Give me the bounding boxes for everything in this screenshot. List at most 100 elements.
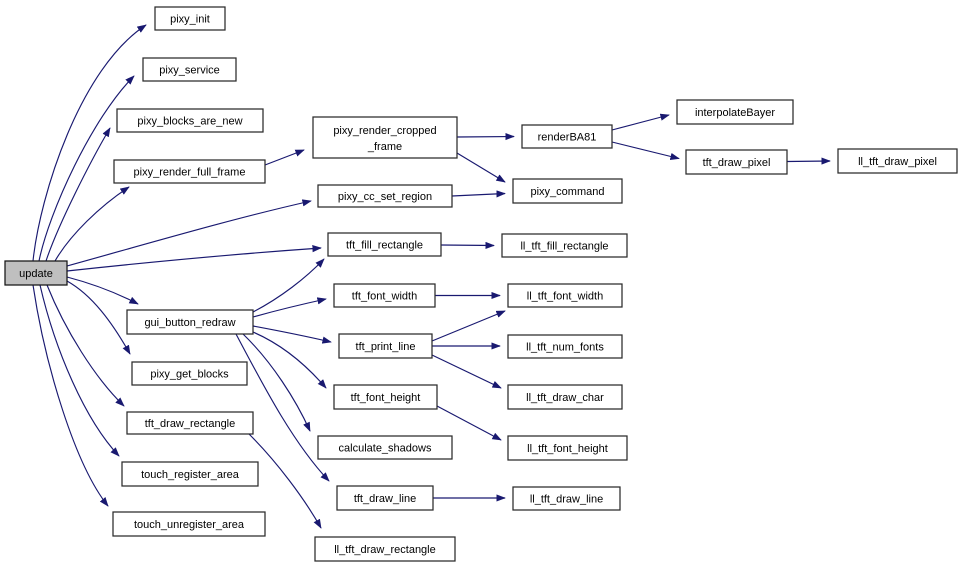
edge-pixy_cc_set_region-to-pixy_command: [451, 190, 506, 198]
node-calculate_shadows-box: [317, 435, 453, 460]
edge-tft_font_height-to-ll_tft_font_height: [436, 405, 502, 441]
edge-gui_button_redraw-to-tft_fill_rectangle: [252, 258, 325, 313]
node-touch_register_area[interactable]: touch_register_area: [121, 461, 259, 487]
node-pixy_render_full_frame-box: [113, 159, 266, 184]
node-tft_fill_rectangle-label: tft_fill_rectangle: [346, 240, 423, 252]
node-pixy_render_full_frame-label: pixy_render_full_frame: [134, 167, 246, 179]
edge-renderBA81-to-interpolateBayer: [611, 113, 670, 131]
node-touch_register_area-box: [121, 461, 259, 487]
node-touch_register_area-label: touch_register_area: [141, 469, 240, 481]
node-touch_unregister_area-label: touch_unregister_area: [134, 519, 245, 531]
node-tft_print_line-box: [338, 333, 433, 359]
node-tft_font_height[interactable]: tft_font_height: [333, 384, 438, 410]
node-calculate_shadows[interactable]: calculate_shadows: [317, 435, 453, 460]
node-tft_font_width-box: [333, 283, 436, 308]
edge-update-to-touch_unregister_area: [32, 284, 109, 507]
edge-update-to-pixy_service: [38, 75, 135, 262]
node-update-box: [4, 260, 68, 286]
node-tft_draw_pixel[interactable]: tft_draw_pixel: [685, 149, 788, 175]
node-ll_tft_draw_char[interactable]: ll_tft_draw_char: [507, 384, 623, 410]
node-tft_font_width[interactable]: tft_font_width: [333, 283, 436, 308]
node-tft_print_line[interactable]: tft_print_line: [338, 333, 433, 359]
node-pixy_blocks_are_new-box: [116, 108, 264, 133]
edge-gui_button_redraw-to-tft_draw_line: [235, 333, 330, 482]
node-tft_font_height-box: [333, 384, 438, 410]
node-ll_tft_draw_pixel-box: [837, 148, 958, 174]
edge-tft_print_line-to-ll_tft_font_width: [431, 310, 506, 342]
node-ll_tft_draw_rectangle-box: [314, 536, 456, 562]
node-ll_tft_draw_line[interactable]: ll_tft_draw_line: [512, 486, 621, 511]
node-tft_draw_pixel-box: [685, 149, 788, 175]
node-update-label: update: [19, 268, 53, 280]
node-pixy_blocks_are_new[interactable]: pixy_blocks_are_new: [116, 108, 264, 133]
node-pixy_get_blocks[interactable]: pixy_get_blocks: [131, 361, 248, 386]
node-pixy_get_blocks-box: [131, 361, 248, 386]
edge-tft_fill_rectangle-to-ll_tft_fill_rectangle: [440, 241, 495, 250]
node-ll_tft_font_height-label: ll_tft_font_height: [527, 443, 608, 455]
node-ll_tft_draw_rectangle-label: ll_tft_draw_rectangle: [334, 544, 436, 556]
node-ll_tft_draw_rectangle[interactable]: ll_tft_draw_rectangle: [314, 536, 456, 562]
node-ll_tft_draw_pixel-label: ll_tft_draw_pixel: [858, 156, 937, 168]
node-ll_tft_font_height[interactable]: ll_tft_font_height: [507, 435, 628, 461]
edge-update-to-pixy_blocks_are_new: [45, 127, 111, 262]
node-ll_tft_fill_rectangle[interactable]: ll_tft_fill_rectangle: [501, 233, 628, 258]
node-ll_tft_fill_rectangle-label: ll_tft_fill_rectangle: [520, 241, 608, 253]
node-gui_button_redraw[interactable]: gui_button_redraw: [126, 309, 254, 335]
node-calculate_shadows-label: calculate_shadows: [339, 443, 432, 455]
node-pixy_init-label: pixy_init: [170, 14, 210, 26]
node-renderBA81[interactable]: renderBA81: [521, 124, 613, 149]
node-tft_font_width-label: tft_font_width: [352, 291, 417, 303]
node-pixy_blocks_are_new-label: pixy_blocks_are_new: [137, 116, 242, 128]
node-pixy_service[interactable]: pixy_service: [142, 57, 237, 82]
node-tft_draw_line-label: tft_draw_line: [354, 493, 416, 505]
node-tft_font_height-label: tft_font_height: [351, 392, 421, 404]
node-ll_tft_font_width-box: [507, 283, 623, 308]
node-ll_tft_draw_pixel[interactable]: ll_tft_draw_pixel: [837, 148, 958, 174]
node-pixy_render_cropped_frame-label-line1: pixy_render_cropped: [333, 125, 436, 137]
edge-gui_button_redraw-to-tft_font_width: [252, 297, 327, 318]
node-pixy_command-box: [512, 178, 623, 204]
node-tft_fill_rectangle-box: [327, 232, 442, 257]
node-tft_fill_rectangle[interactable]: tft_fill_rectangle: [327, 232, 442, 257]
edge-tft_draw_pixel-to-ll_tft_draw_pixel: [786, 157, 831, 165]
edge-update-to-tft_fill_rectangle: [66, 245, 322, 272]
edges-layer: [32, 24, 831, 529]
node-pixy_get_blocks-label: pixy_get_blocks: [150, 369, 229, 381]
node-touch_unregister_area[interactable]: touch_unregister_area: [112, 511, 266, 537]
node-ll_tft_num_fonts[interactable]: ll_tft_num_fonts: [507, 334, 623, 359]
node-ll_tft_font_width[interactable]: ll_tft_font_width: [507, 283, 623, 308]
node-pixy_render_cropped_frame[interactable]: pixy_render_cropped _frame: [312, 116, 458, 159]
edge-tft_draw_rectangle-to-ll_tft_draw_rectangle: [248, 433, 322, 529]
node-renderBA81-box: [521, 124, 613, 149]
node-pixy_service-box: [142, 57, 237, 82]
edge-tft_print_line-to-ll_tft_draw_char: [431, 354, 502, 389]
node-pixy_service-label: pixy_service: [159, 65, 220, 77]
edge-gui_button_redraw-to-calculate_shadows: [242, 333, 311, 432]
edge-update-to-pixy_cc_set_region: [66, 199, 312, 267]
node-tft_draw_rectangle-label: tft_draw_rectangle: [145, 418, 236, 430]
node-pixy_render_full_frame[interactable]: pixy_render_full_frame: [113, 159, 266, 184]
node-interpolateBayer[interactable]: interpolateBayer: [676, 99, 794, 125]
edge-pixy_render_cropped_frame-to-pixy_command: [456, 152, 506, 183]
edge-pixy_render_full_frame-to-pixy_render_cropped_frame: [264, 149, 305, 166]
node-update: update: [4, 260, 68, 286]
node-tft_draw_line-box: [336, 485, 434, 511]
node-pixy_command[interactable]: pixy_command: [512, 178, 623, 204]
node-tft_print_line-label: tft_print_line: [356, 341, 416, 353]
edge-update-to-tft_draw_rectangle: [46, 284, 125, 407]
node-ll_tft_num_fonts-label: ll_tft_num_fonts: [526, 342, 604, 354]
node-pixy_init[interactable]: pixy_init: [154, 6, 226, 31]
node-pixy_cc_set_region[interactable]: pixy_cc_set_region: [317, 184, 453, 208]
edge-gui_button_redraw-to-tft_font_height: [252, 331, 327, 389]
node-pixy_render_cropped_frame-box: [312, 116, 458, 159]
node-tft_draw_rectangle-box: [126, 411, 254, 435]
node-pixy_cc_set_region-label: pixy_cc_set_region: [338, 191, 432, 203]
node-tft_draw_line[interactable]: tft_draw_line: [336, 485, 434, 511]
node-tft_draw_rectangle[interactable]: tft_draw_rectangle: [126, 411, 254, 435]
node-ll_tft_num_fonts-box: [507, 334, 623, 359]
node-ll_tft_font_width-label: ll_tft_font_width: [527, 291, 603, 303]
edge-gui_button_redraw-to-tft_print_line: [252, 325, 332, 344]
node-touch_unregister_area-box: [112, 511, 266, 537]
